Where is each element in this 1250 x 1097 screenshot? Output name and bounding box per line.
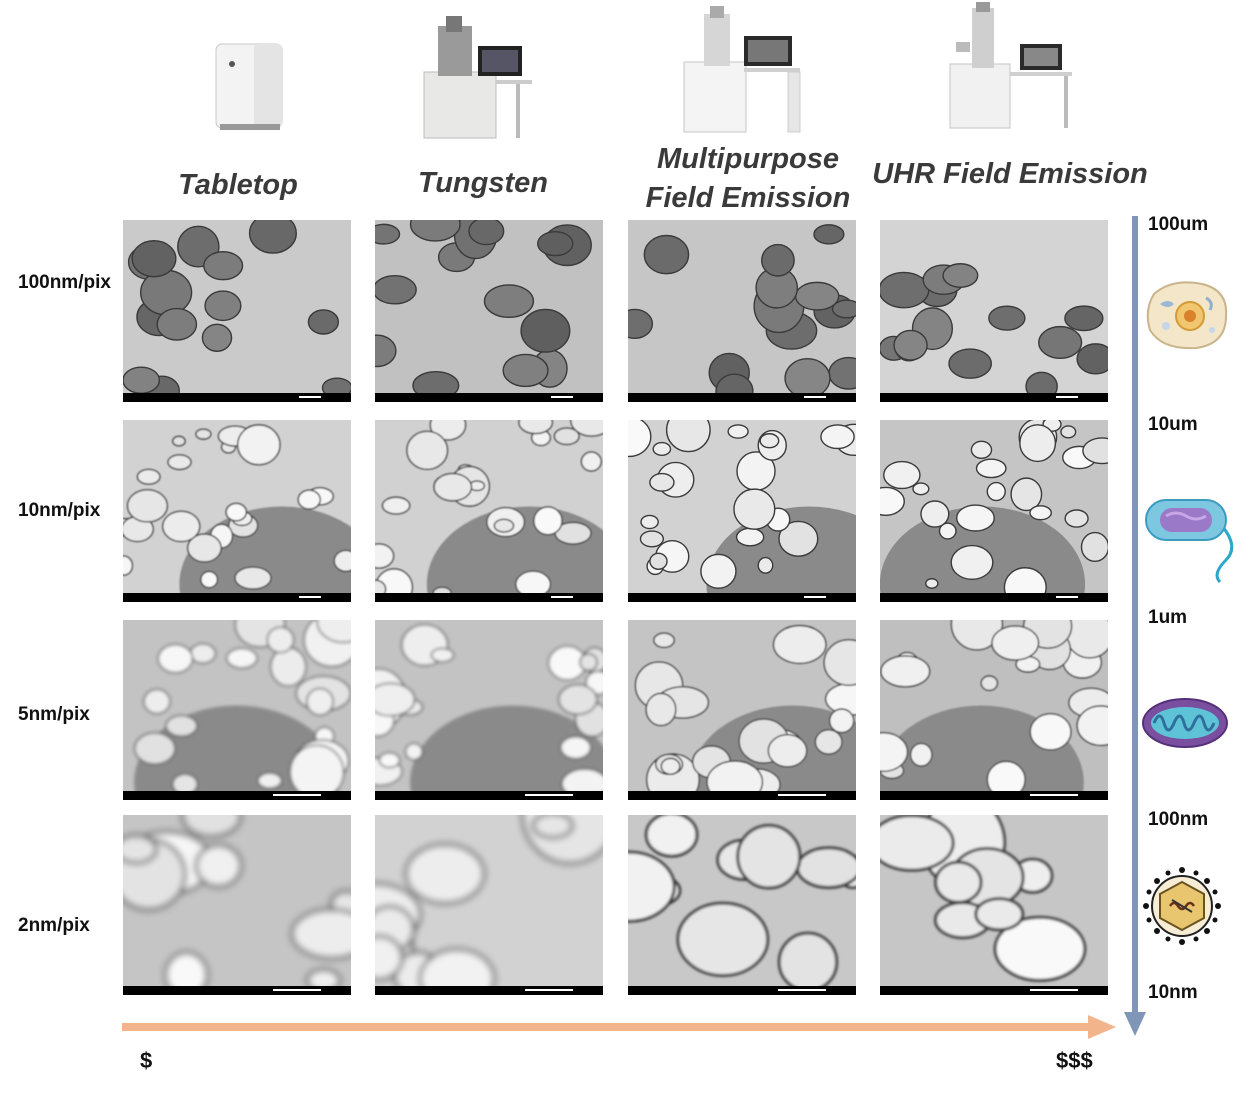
row-label-10nm: 10nm/pix: [18, 500, 101, 521]
column-title-multipurpose-line2: Field Emission: [645, 182, 851, 214]
cost-label-high: $$$: [1056, 1048, 1093, 1073]
micrograph-uhr-row1: [880, 220, 1108, 402]
scale-bar: [375, 393, 603, 402]
micrograph-multipurpose-row3: [628, 620, 856, 800]
column-title-tabletop: Tabletop: [178, 169, 298, 201]
scale-bar: [628, 393, 856, 402]
scale-bar: [628, 791, 856, 800]
scale-bar: [375, 593, 603, 602]
micrograph-uhr-row2: [880, 420, 1108, 602]
scale-bar: [375, 791, 603, 800]
scale-bar: [880, 791, 1108, 800]
micrograph-tabletop-row2: [123, 420, 351, 602]
scale-bar: [628, 986, 856, 995]
cost-axis-arrow: [122, 1015, 1116, 1039]
scale-bar: [123, 791, 351, 800]
row-label-5nm: 5nm/pix: [18, 704, 90, 725]
micrograph-uhr-row3: [880, 620, 1108, 800]
row-label-2nm: 2nm/pix: [18, 915, 90, 936]
micrograph-tabletop-row1: [123, 220, 351, 402]
micrograph-tabletop-row4: [123, 815, 351, 995]
mitochondrion-icon: [1142, 698, 1228, 748]
scale-axis-arrow: [1124, 216, 1146, 1036]
micrograph-tungsten-row2: [375, 420, 603, 602]
micrograph-tungsten-row1: [375, 220, 603, 402]
column-title-multipurpose-line1: Multipurpose: [656, 143, 840, 175]
micrograph-multipurpose-row1: [628, 220, 856, 402]
cell-icon: [1146, 281, 1228, 350]
column-title-uhr: UHR Field Emission: [872, 158, 1148, 190]
scale-label-100nm: 100nm: [1148, 809, 1209, 830]
uhr-fe-sem-icon: [949, 2, 1072, 129]
cost-label-low: $: [140, 1048, 153, 1073]
scale-bar: [123, 393, 351, 402]
multipurpose-fe-sem-icon: [683, 6, 801, 133]
scale-label-10um: 10um: [1148, 414, 1198, 435]
scale-bar: [880, 986, 1108, 995]
bacterium-icon: [1145, 499, 1234, 584]
scale-label-100um: 100um: [1148, 214, 1209, 235]
scale-bar: [123, 986, 351, 995]
scale-label-10nm: 10nm: [1148, 982, 1198, 1003]
tungsten-sem-icon: [423, 16, 532, 139]
tabletop-sem-icon: [215, 43, 283, 130]
micrograph-multipurpose-row2: [628, 420, 856, 602]
scale-bar: [628, 593, 856, 602]
micrograph-tungsten-row3: [375, 620, 603, 800]
scale-label-1um: 1um: [1148, 607, 1188, 628]
scale-bar: [123, 593, 351, 602]
scale-bar: [375, 986, 603, 995]
scale-bar: [880, 393, 1108, 402]
column-title-tungsten: Tungsten: [418, 167, 548, 199]
scale-bar: [880, 593, 1108, 602]
virus-icon: [1143, 867, 1221, 945]
micrograph-tungsten-row4: [375, 815, 603, 995]
row-label-100nm: 100nm/pix: [18, 272, 111, 293]
micrograph-uhr-row4: [880, 815, 1108, 995]
micrograph-tabletop-row3: [123, 620, 351, 800]
micrograph-multipurpose-row4: [628, 815, 856, 995]
